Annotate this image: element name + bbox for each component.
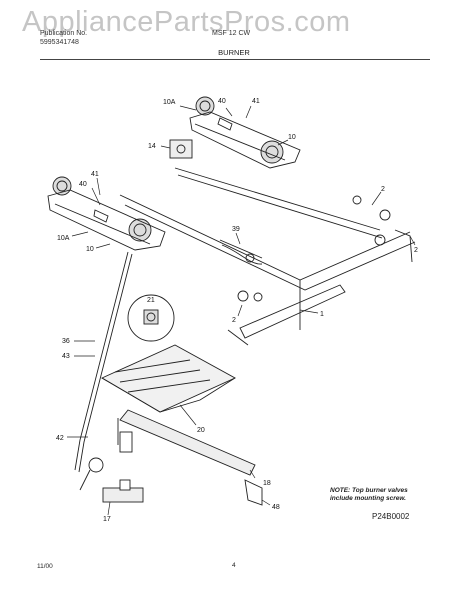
publication-label: Publication No. <box>40 30 88 37</box>
diagram-code: P24B0002 <box>372 512 410 521</box>
callout-label: 41 <box>252 98 260 105</box>
front-burner-assembly <box>47 176 166 251</box>
page-number: 4 <box>232 562 236 569</box>
callout-label: 2 <box>414 247 418 254</box>
callout-label: 42 <box>56 435 64 442</box>
callout-label: 39 <box>232 226 240 233</box>
section-title: BURNER <box>218 48 250 57</box>
callout-label: 18 <box>263 480 271 487</box>
header-divider <box>40 59 430 60</box>
note-line-1: NOTE: Top burner valves <box>330 487 408 494</box>
manifold-tubing <box>119 167 416 346</box>
callout-label: 41 <box>91 171 99 178</box>
note-line-2: include mounting screw. <box>330 495 406 502</box>
watermark: AppliancePartsPros.com <box>22 6 351 38</box>
rear-burner-assembly <box>189 96 301 169</box>
callout-label: 2 <box>381 186 385 193</box>
callout-label: 10 <box>86 246 94 253</box>
model-number: MSF 12 CW <box>212 30 251 37</box>
callout-label: 10A <box>57 235 70 242</box>
oven-tubes <box>74 251 133 473</box>
callout-label: 2 <box>232 317 236 324</box>
publication-number: 5995341748 <box>40 39 79 46</box>
regulator-part <box>169 139 193 159</box>
callout-labels: 10A 40 41 10 14 2 41 40 10A 10 39 2 21 1… <box>56 98 418 523</box>
baffle-plate <box>101 344 237 413</box>
callout-label: 40 <box>218 98 226 105</box>
footer-date: 11/00 <box>37 563 53 570</box>
leader-lines <box>67 105 416 516</box>
callout-label: 36 <box>62 338 70 345</box>
callout-label: 48 <box>272 504 280 511</box>
mounting-note: NOTE: Top burner valves include mounting… <box>330 487 408 503</box>
callout-label: 21 <box>147 297 155 304</box>
igniter-bracket <box>244 479 263 506</box>
callout-label: 14 <box>148 143 156 150</box>
callout-label: 40 <box>79 181 87 188</box>
callout-label: 10A <box>163 99 176 106</box>
callout-label: 10 <box>288 134 296 141</box>
callout-label: 20 <box>197 427 205 434</box>
callout-label: 17 <box>103 516 111 523</box>
safety-valve <box>79 457 144 503</box>
igniter-wire <box>219 239 263 265</box>
oven-burner <box>117 409 256 476</box>
valve-group <box>237 195 413 302</box>
callout-label: 43 <box>62 353 70 360</box>
callout-label: 1 <box>320 311 324 318</box>
detail-circle-21 <box>127 294 175 342</box>
